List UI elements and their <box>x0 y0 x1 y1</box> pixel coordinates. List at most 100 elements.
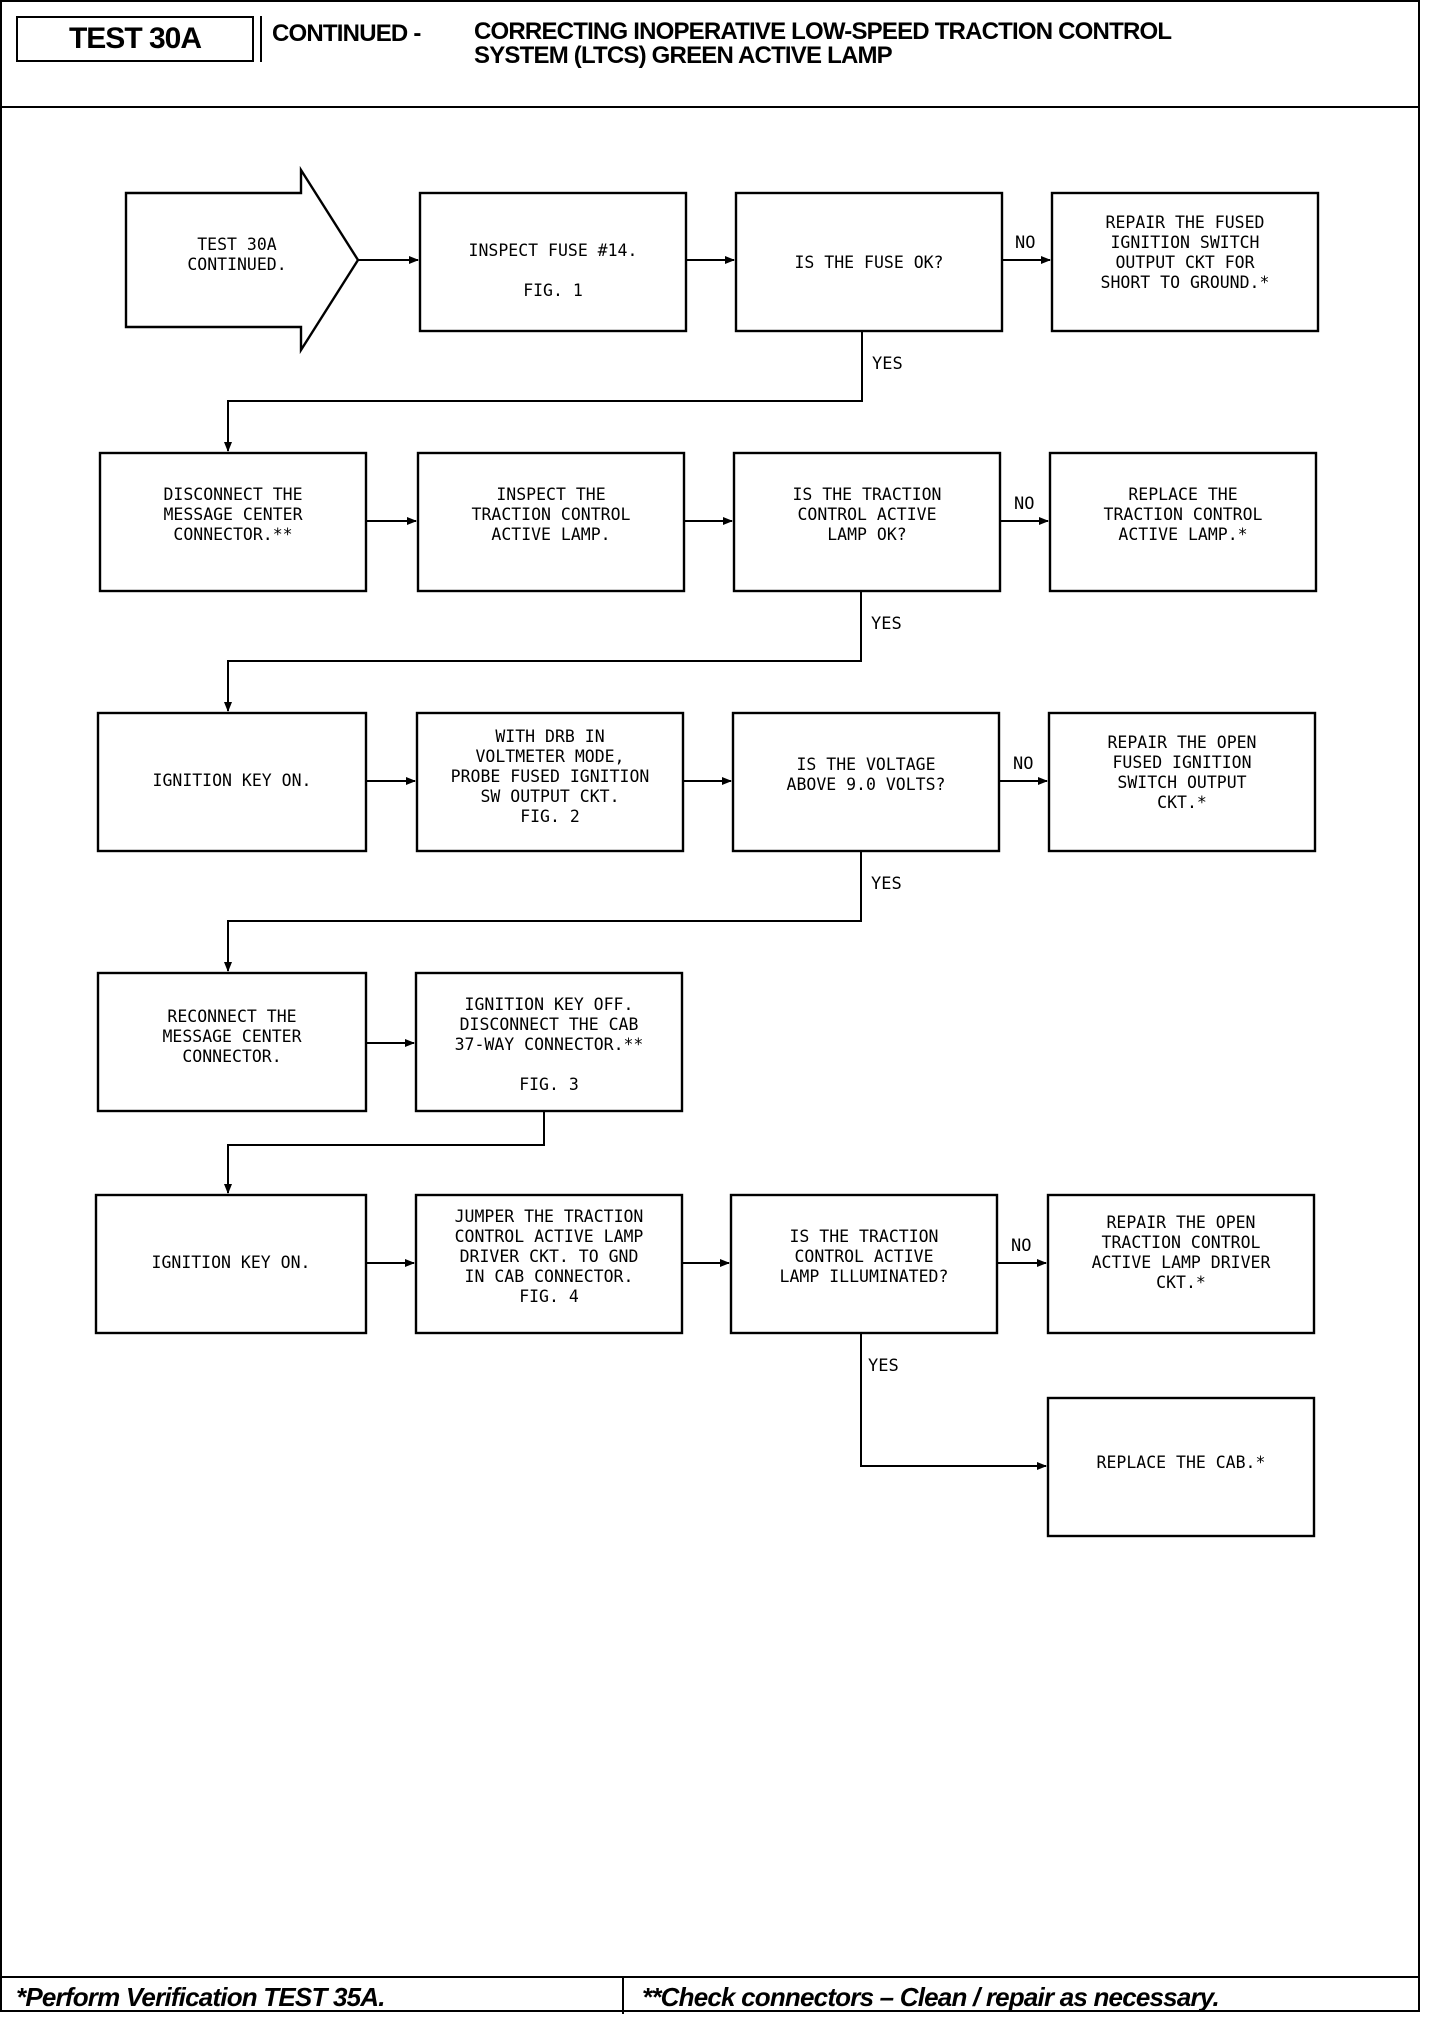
box-repair-driver <box>1046 1193 1316 1335</box>
box-text-line: CKT.* <box>1157 793 1207 812</box>
box-replace-lamp <box>1048 451 1318 593</box>
title-line-2: SYSTEM (LTCS) GREEN ACTIVE LAMP <box>474 42 893 69</box>
box-text-line: IGNITION KEY ON. <box>152 1253 311 1272</box>
box-inspect-fuse <box>418 191 688 333</box>
flow-arrow <box>224 1111 545 1194</box>
box-text-line: MESSAGE CENTER <box>162 1027 301 1046</box>
ignition-off-text: IGNITION KEY OFF.DISCONNECT THE CAB37-WA… <box>455 995 644 1094</box>
inspect-fuse-text: INSPECT FUSE #14.FIG. 1 <box>469 241 638 300</box>
box-text-line: ABOVE 9.0 VOLTS? <box>787 775 946 794</box>
box-text-line: SW OUTPUT CKT. <box>480 787 619 806</box>
yes-label: YES <box>868 1356 899 1376</box>
header-divider <box>260 16 262 62</box>
start-arrow-shape <box>124 165 360 355</box>
box-text-line: REPLACE THE <box>1128 485 1237 504</box>
box-text-line: CONNECTOR.** <box>173 525 292 544</box>
box-text-line: REPAIR THE OPEN <box>1106 1213 1255 1232</box>
header: TEST 30A CONTINUED - CORRECTING INOPERAT… <box>2 2 1418 108</box>
box-repair-open-switch <box>1047 711 1317 853</box>
flow-arrow-yes <box>224 851 862 972</box>
flow-arrow-yes <box>860 1333 1047 1470</box>
box-text-line: 37-WAY CONNECTOR.** <box>455 1035 644 1054</box>
box-text-line: IGNITION SWITCH <box>1110 233 1259 252</box>
box-text-line: RECONNECT THE <box>167 1007 296 1026</box>
box-text-line: CONTROL ACTIVE LAMP <box>455 1227 644 1246</box>
box-text-line: CONTINUED. <box>187 255 286 274</box>
fuse-question-text: IS THE FUSE OK? <box>794 253 943 272</box>
title-line-1: CORRECTING INOPERATIVE LOW-SPEED TRACTIO… <box>474 18 1172 45</box>
box-text-line: OUTPUT CKT FOR <box>1115 253 1254 272</box>
test-id-box: TEST 30A <box>16 16 254 62</box>
box-text-line: REPLACE THE CAB.* <box>1097 1453 1266 1472</box>
box-text-line: IS THE TRACTION <box>792 485 941 504</box>
box-text-line: WITH DRB IN <box>495 727 604 746</box>
box-text-line: TRACTION CONTROL <box>1104 505 1263 524</box>
footnote-connectors: **Check connectors – Clean / repair as n… <box>642 1982 1220 2012</box>
box-text-line: TEST 30A <box>197 235 277 254</box>
box-text-line: ACTIVE LAMP.* <box>1118 525 1247 544</box>
box-text-line: FUSED IGNITION <box>1112 753 1251 772</box>
yes-label: YES <box>871 614 902 634</box>
box-text-line: IN CAB CONNECTOR. <box>465 1267 634 1286</box>
flow-arrow-yes <box>224 331 863 452</box>
box-text-line: SWITCH OUTPUT <box>1117 773 1246 792</box>
box-text-line: CONTROL ACTIVE <box>794 1247 933 1266</box>
box-repair-short <box>1050 191 1320 333</box>
box-text-line: IS THE TRACTION <box>789 1227 938 1246</box>
box-text-line: DISCONNECT THE <box>163 485 302 504</box>
box-text-line: FIG. 2 <box>520 807 580 826</box>
box-fuse-question <box>734 191 1004 333</box>
box-text-line: IGNITION KEY OFF. <box>465 995 634 1014</box>
page-title: CORRECTING INOPERATIVE LOW-SPEED TRACTIO… <box>474 20 1374 68</box>
box-text-line: MESSAGE CENTER <box>163 505 302 524</box>
ignition-on-2-text: IGNITION KEY ON. <box>152 1253 311 1272</box>
ignition-on-1-text: IGNITION KEY ON. <box>153 771 312 790</box>
no-label: NO <box>1013 754 1033 774</box>
box-text-line: LAMP ILLUMINATED? <box>780 1267 949 1286</box>
box-text-line: IS THE VOLTAGE <box>796 755 935 774</box>
box-text-line: FIG. 3 <box>519 1075 579 1094</box>
box-text-line: SHORT TO GROUND.* <box>1101 273 1270 292</box>
box-text-line: REPAIR THE OPEN <box>1107 733 1256 752</box>
no-label: NO <box>1011 1236 1031 1256</box>
box-text-line: CONTROL ACTIVE <box>797 505 936 524</box>
box-ignition-off <box>414 971 684 1113</box>
footer: *Perform Verification TEST 35A. **Check … <box>2 1976 1418 2014</box>
yes-label: YES <box>872 354 903 374</box>
box-text-line: CONNECTOR. <box>182 1047 281 1066</box>
box-text-line: FIG. 4 <box>519 1287 579 1306</box>
test-id: TEST 30A <box>68 22 202 55</box>
box-text-line: LAMP OK? <box>827 525 906 544</box>
box-text-line: REPAIR THE FUSED <box>1106 213 1265 232</box>
box-text-line: TRACTION CONTROL <box>472 505 631 524</box>
yes-label: YES <box>871 874 902 894</box>
box-text-line: VOLTMETER MODE, <box>475 747 624 766</box>
box-text-line: DRIVER CKT. TO GND <box>460 1247 639 1266</box>
no-label: NO <box>1014 494 1034 514</box>
box-text-line: FIG. 1 <box>523 281 583 300</box>
box-text-line: CKT.* <box>1156 1273 1206 1292</box>
box-text-line: DISCONNECT THE CAB <box>460 1015 639 1034</box>
no-label: NO <box>1015 233 1035 253</box>
continued-label: CONTINUED - <box>272 20 421 47</box>
box-text-line: ACTIVE LAMP. <box>491 525 610 544</box>
replace-cab-text: REPLACE THE CAB.* <box>1097 1453 1266 1472</box>
box-text-line: INSPECT THE <box>496 485 605 504</box>
box-replace-cab <box>1046 1396 1316 1538</box>
box-text-line: IGNITION KEY ON. <box>153 771 312 790</box>
box-text-line: PROBE FUSED IGNITION <box>451 767 650 786</box>
